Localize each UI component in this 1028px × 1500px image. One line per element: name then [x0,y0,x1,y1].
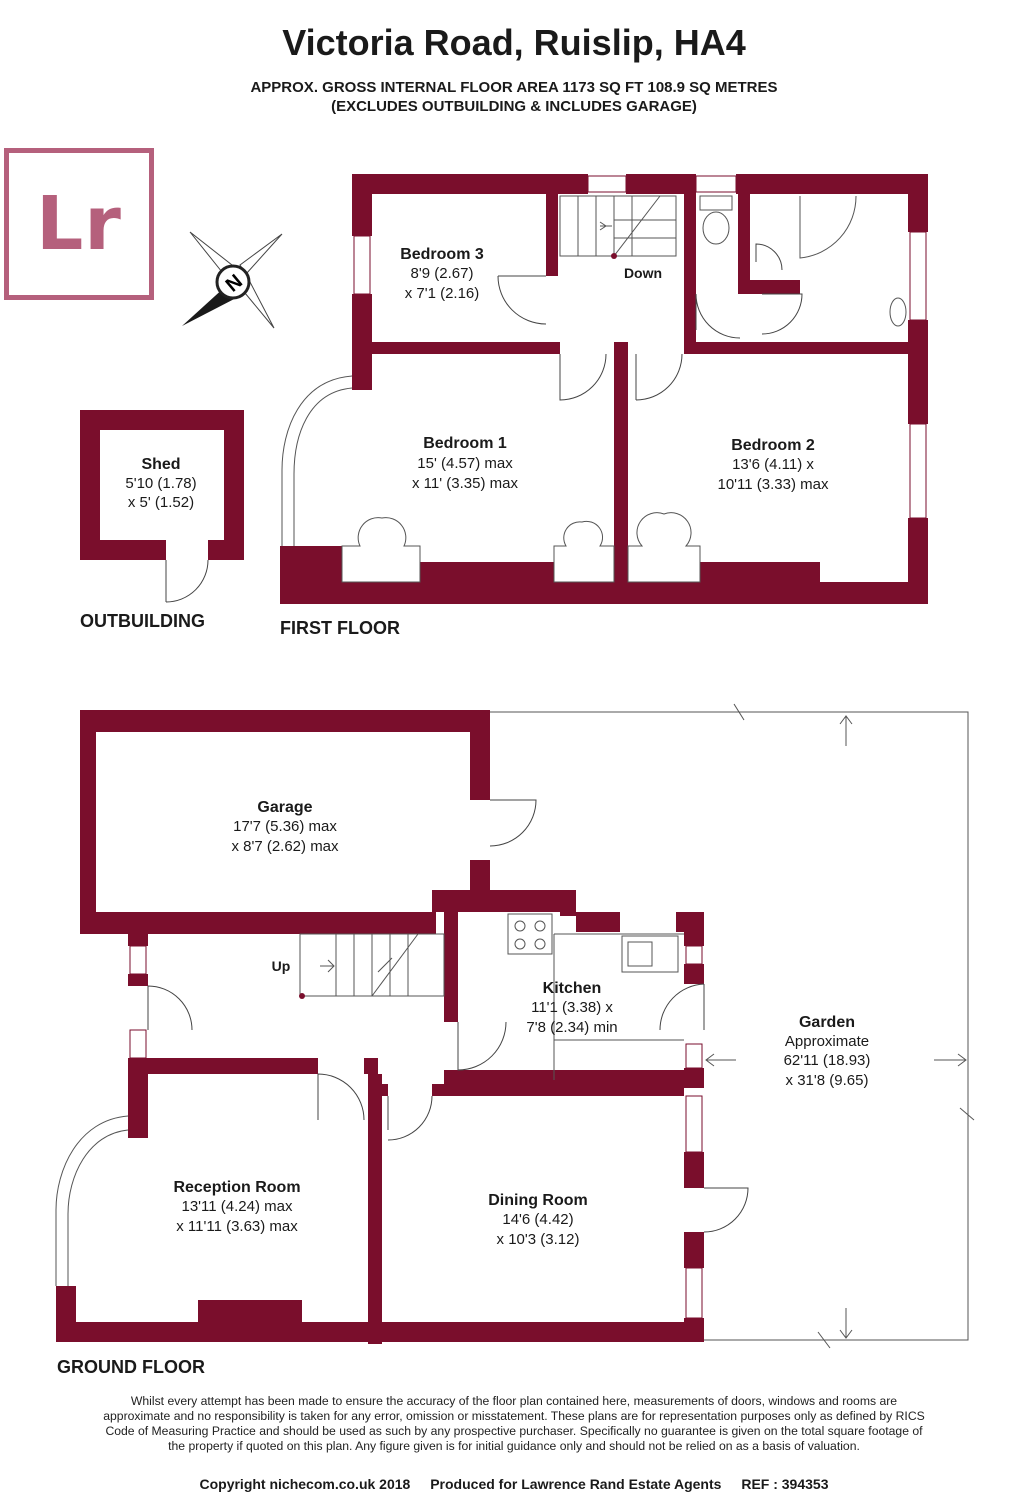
garden-dim-3: x 31'8 (9.65) [786,1072,869,1089]
ground-floor-label: GROUND FLOOR [57,1357,205,1377]
kitchen-dim-1: 11'1 (3.38) x [531,999,613,1016]
bedroom3-dim-1: 8'9 (2.67) [411,265,474,282]
garage-dim-2: x 8'7 (2.62) max [231,838,339,855]
floor-area-note: (EXCLUDES OUTBUILDING & INCLUDES GARAGE) [331,98,697,115]
garden-name: Garden [799,1014,855,1031]
garage-name: Garage [257,799,312,816]
bedroom2-name: Bedroom 2 [731,437,815,454]
bedroom1-dim-2: x 11' (3.35) max [412,475,518,492]
first-floor-label: FIRST FLOOR [280,618,400,638]
reception-dim-1: 13'11 (4.24) max [182,1198,293,1215]
shed-dim-1: 5'10 (1.78) [125,475,196,492]
dining-dim-2: x 10'3 (3.12) [497,1231,580,1248]
bedroom1-dim-1: 15' (4.57) max [417,455,513,472]
bedroom1-name: Bedroom 1 [423,435,507,452]
produced-for-text: Produced for Lawrence Rand Estate Agents [430,1476,722,1492]
agent-logo: Lr [4,148,154,300]
ground-floor [55,703,975,1349]
reception-name: Reception Room [173,1179,300,1196]
dining-name: Dining Room [488,1192,588,1209]
floor-area-line: APPROX. GROSS INTERNAL FLOOR AREA 1173 S… [250,79,778,96]
garage-dim-1: 17'7 (5.36) max [233,818,337,835]
logo-text: Lr [36,181,122,267]
kitchen-name: Kitchen [543,980,602,997]
bedroom2-dim-1: 13'6 (4.11) x [732,456,814,473]
footer: Copyright nichecom.co.uk 2018 Produced f… [0,1476,1028,1492]
shed-name: Shed [141,456,180,473]
reference-text: REF : 394353 [741,1476,829,1492]
shed-dim-2: x 5' (1.52) [128,494,194,511]
first-floor [280,174,928,604]
copyright-text: Copyright nichecom.co.uk 2018 [199,1476,411,1492]
garden-dim-2: 62'11 (18.93) [784,1052,871,1069]
bedroom2-dim-2: 10'11 (3.33) max [718,476,829,493]
shed [80,410,244,603]
bedroom3-dim-2: x 7'1 (2.16) [405,285,480,302]
stairs-up-label: Up [272,958,291,974]
dining-dim-1: 14'6 (4.42) [502,1211,573,1228]
garden-dim-1: Approximate [785,1033,869,1050]
outbuilding-label: OUTBUILDING [80,611,205,631]
bedroom3-name: Bedroom 3 [400,246,484,263]
stairs-down-label: Down [624,265,662,281]
disclaimer-text: Whilst every attempt has been made to en… [103,1394,925,1453]
reception-dim-2: x 11'11 (3.63) max [176,1218,298,1235]
compass-north-icon: N [182,231,283,329]
plan-title: Victoria Road, Ruislip, HA4 [282,22,746,63]
kitchen-dim-2: 7'8 (2.34) min [526,1019,617,1036]
